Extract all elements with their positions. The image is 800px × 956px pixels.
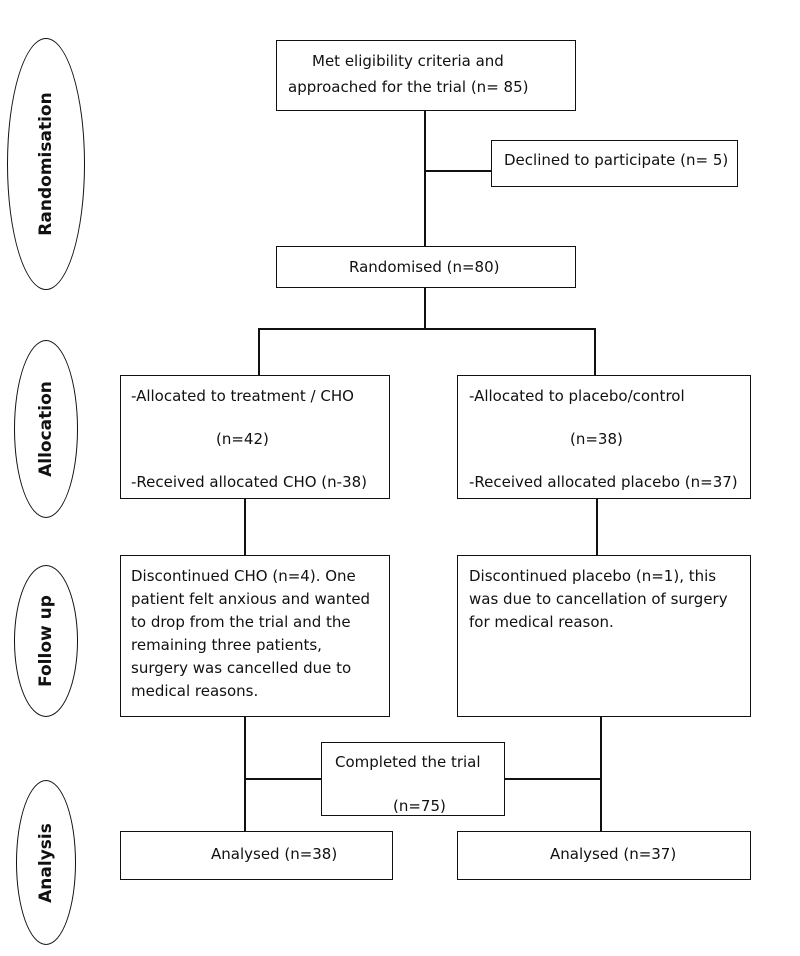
declined-box: Declined to participate (n= 5) [491, 140, 738, 187]
stage-analysis: Analysis [16, 780, 76, 945]
stage-label: Allocation [36, 381, 56, 477]
eligibility-line: Met eligibility criteria and [312, 52, 504, 70]
connector [596, 498, 598, 556]
connector [600, 716, 602, 831]
declined-text: Declined to participate (n= 5) [504, 151, 729, 169]
stage-allocation: Allocation [14, 340, 78, 518]
eligibility-box: Met eligibility criteria and approached … [276, 40, 576, 111]
stage-label: Randomisation [36, 92, 56, 236]
connector [424, 287, 426, 329]
placebo-allocation-box: -Allocated to placebo/control (n=38) -Re… [457, 375, 751, 499]
stage-follow-up: Follow up [14, 565, 78, 717]
randomised-box: Randomised (n=80) [276, 246, 576, 288]
stage-label: Analysis [36, 822, 56, 903]
analysed-cho-text: Analysed (n=38) [211, 845, 338, 863]
analysed-cho-box: Analysed (n=38) [120, 831, 393, 880]
placebo-line: (n=38) [570, 430, 623, 448]
completed-line: (n=75) [393, 797, 446, 815]
discontinued-cho-text: Discontinued CHO (n=4). One patient felt… [131, 567, 371, 700]
completed-line: Completed the trial [335, 753, 481, 771]
treatment-line: -Allocated to treatment / CHO [131, 387, 354, 405]
analysed-placebo-box: Analysed (n=37) [457, 831, 751, 880]
connector [258, 328, 260, 376]
treatment-allocation-box: -Allocated to treatment / CHO (n=42) -Re… [120, 375, 390, 499]
placebo-line: -Allocated to placebo/control [469, 387, 685, 405]
eligibility-line: approached for the trial (n= 85) [288, 78, 529, 96]
connector [424, 170, 492, 172]
randomised-text: Randomised (n=80) [349, 258, 500, 276]
placebo-line: -Received allocated placebo (n=37) [469, 473, 738, 491]
discontinued-cho-box: Discontinued CHO (n=4). One patient felt… [120, 555, 390, 717]
stage-label: Follow up [36, 595, 56, 687]
completed-box: Completed the trial (n=75) [321, 742, 505, 816]
connector [258, 328, 595, 330]
treatment-line: (n=42) [216, 430, 269, 448]
discontinued-placebo-text: Discontinued placebo (n=1), this was due… [469, 567, 728, 631]
stage-randomisation: Randomisation [7, 38, 85, 290]
connector [594, 328, 596, 376]
discontinued-placebo-box: Discontinued placebo (n=1), this was due… [457, 555, 751, 717]
treatment-line: -Received allocated CHO (n-38) [131, 473, 368, 491]
connector [244, 716, 246, 831]
analysed-placebo-text: Analysed (n=37) [550, 845, 677, 863]
connector [424, 110, 426, 247]
connector [244, 498, 246, 556]
